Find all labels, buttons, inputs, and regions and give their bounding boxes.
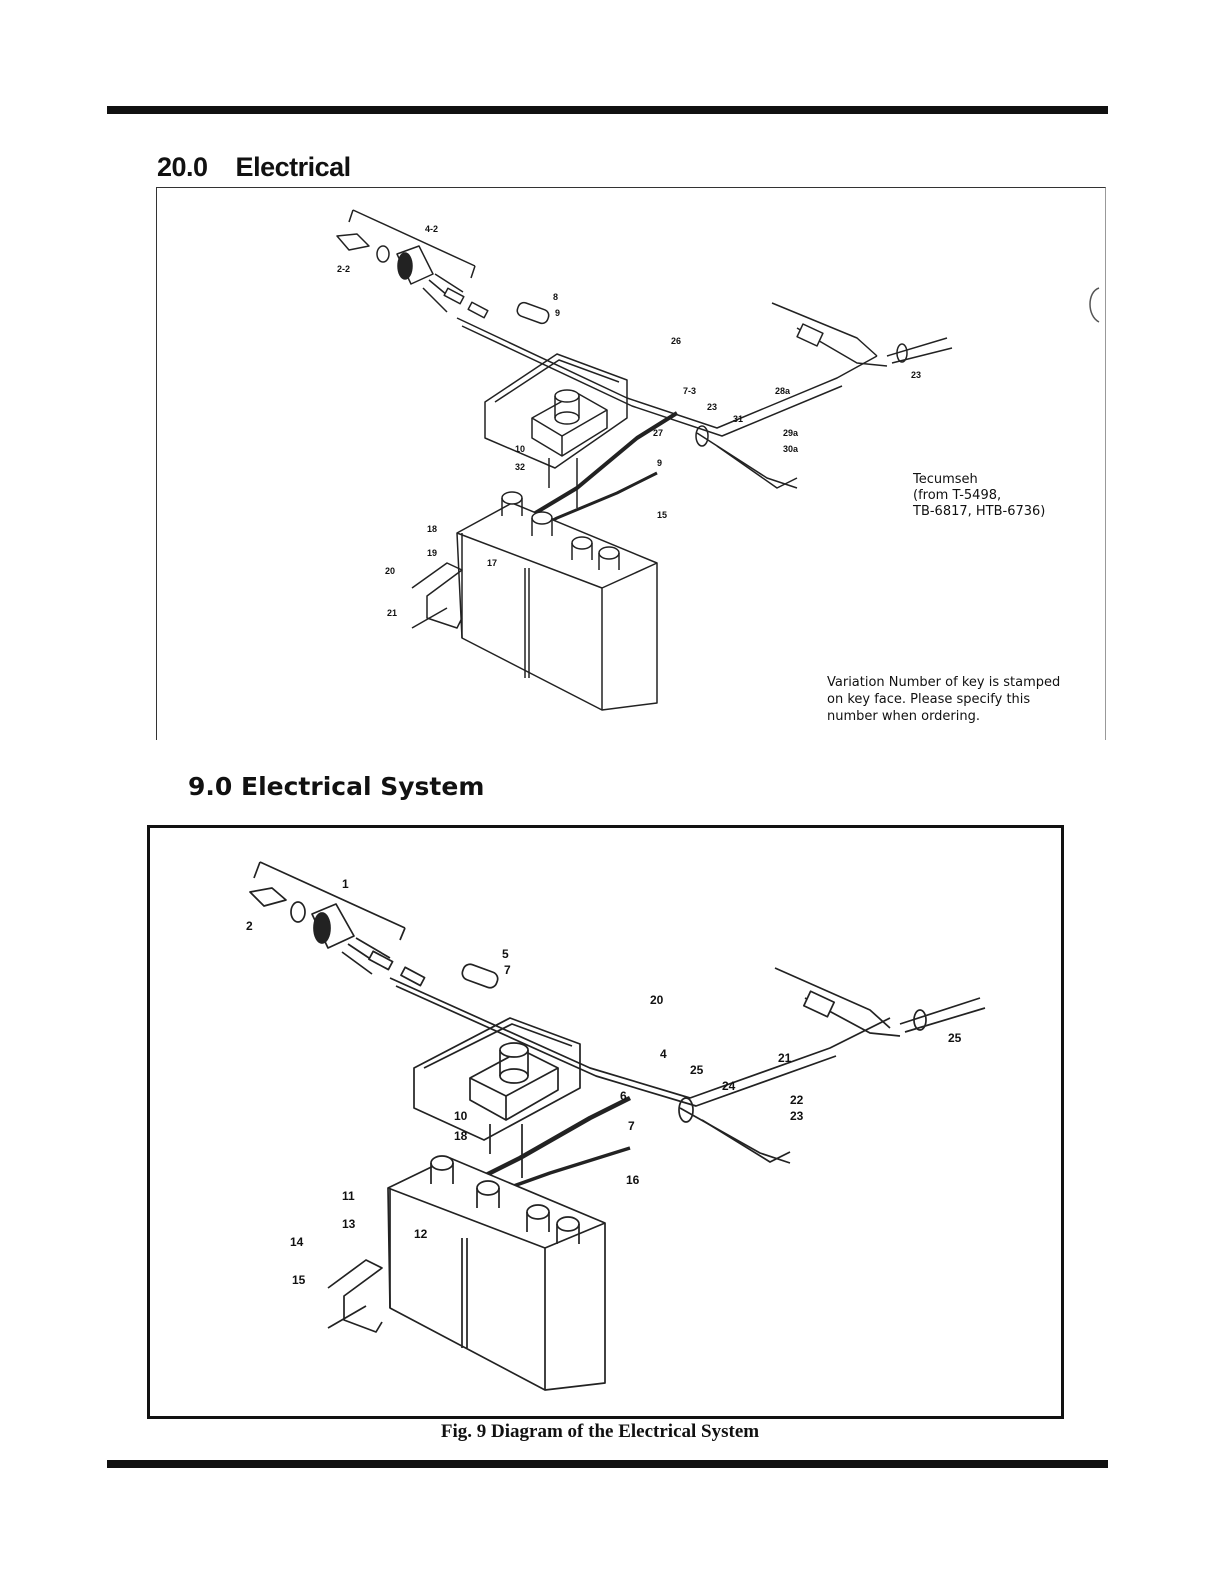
svg-text:18: 18 bbox=[454, 1129, 468, 1143]
svg-text:16: 16 bbox=[626, 1173, 640, 1187]
svg-text:20: 20 bbox=[650, 993, 664, 1007]
top-rule bbox=[107, 106, 1108, 114]
svg-text:9: 9 bbox=[657, 458, 662, 468]
key-variation-note: Variation Number of key is stamped on ke… bbox=[827, 675, 1061, 724]
svg-text:24: 24 bbox=[722, 1079, 736, 1093]
tecumseh-note: Tecumseh (from T-5498, TB-6817, HTB-6736… bbox=[913, 472, 1046, 519]
svg-text:27: 27 bbox=[653, 428, 663, 438]
svg-text:4: 4 bbox=[660, 1047, 667, 1061]
svg-text:26: 26 bbox=[671, 336, 681, 346]
svg-text:4-2: 4-2 bbox=[425, 224, 438, 234]
svg-text:2: 2 bbox=[246, 919, 253, 933]
svg-text:15: 15 bbox=[657, 510, 667, 520]
svg-text:25: 25 bbox=[690, 1063, 704, 1077]
svg-text:8: 8 bbox=[553, 292, 558, 302]
svg-text:13: 13 bbox=[342, 1217, 356, 1231]
svg-text:15: 15 bbox=[292, 1273, 306, 1287]
svg-text:23: 23 bbox=[707, 402, 717, 412]
svg-text:25: 25 bbox=[948, 1031, 962, 1045]
section-title-electrical: 20.0 Electrical bbox=[157, 152, 351, 182]
svg-text:17: 17 bbox=[487, 558, 497, 568]
svg-text:29a: 29a bbox=[783, 428, 799, 438]
svg-text:7-3: 7-3 bbox=[683, 386, 696, 396]
wiring-drawing-1: 4-2 2-2 8 9 26 7-3 23 28a 31 29a 30a 27 … bbox=[336, 209, 1100, 711]
svg-text:7: 7 bbox=[504, 963, 511, 977]
svg-text:21: 21 bbox=[778, 1051, 792, 1065]
svg-text:23: 23 bbox=[790, 1109, 804, 1123]
svg-text:6: 6 bbox=[620, 1089, 627, 1103]
svg-text:10: 10 bbox=[454, 1109, 468, 1123]
svg-text:1: 1 bbox=[342, 877, 349, 891]
svg-text:10: 10 bbox=[515, 444, 525, 454]
svg-text:23: 23 bbox=[911, 370, 921, 380]
svg-text:21: 21 bbox=[387, 608, 397, 618]
svg-text:5: 5 bbox=[502, 947, 509, 961]
svg-text:11: 11 bbox=[342, 1189, 355, 1203]
svg-text:30a: 30a bbox=[783, 444, 799, 454]
wiring-drawing-2: 1 2 5 7 20 4 25 24 21 22 23 25 6 7 10 18… bbox=[246, 861, 986, 1391]
svg-text:14: 14 bbox=[290, 1235, 304, 1249]
svg-text:20: 20 bbox=[385, 566, 395, 576]
svg-text:9: 9 bbox=[555, 308, 560, 318]
electrical-diagram-fig9: 1 2 5 7 20 4 25 24 21 22 23 25 6 7 10 18… bbox=[147, 825, 1064, 1419]
svg-text:28a: 28a bbox=[775, 386, 791, 396]
svg-text:22: 22 bbox=[790, 1093, 804, 1107]
svg-text:12: 12 bbox=[414, 1227, 428, 1241]
svg-text:7: 7 bbox=[628, 1119, 635, 1133]
section-title-electrical-system: 9.0 Electrical System bbox=[188, 772, 485, 801]
electrical-diagram-tecumseh: 4-2 2-2 8 9 26 7-3 23 28a 31 29a 30a 27 … bbox=[156, 187, 1106, 740]
figure-caption: Fig. 9 Diagram of the Electrical System bbox=[440, 1421, 760, 1442]
svg-text:31: 31 bbox=[733, 414, 743, 424]
svg-text:19: 19 bbox=[427, 548, 437, 558]
bottom-rule bbox=[107, 1460, 1108, 1468]
svg-text:32: 32 bbox=[515, 462, 525, 472]
svg-text:18: 18 bbox=[427, 524, 437, 534]
svg-text:2-2: 2-2 bbox=[337, 264, 350, 274]
